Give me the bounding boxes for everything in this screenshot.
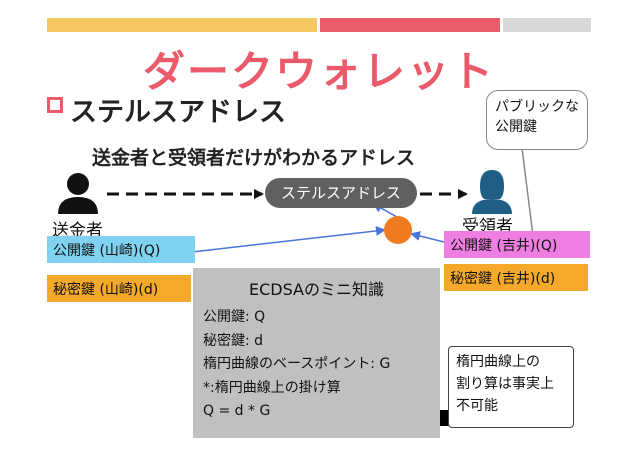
header-bar-gray — [503, 18, 591, 32]
public-key-callout: パブリックな 公開鍵 — [486, 90, 588, 150]
ecdsa-info-box: ECDSAのミニ知識 公開鍵: Q 秘密鍵: d 楕円曲線のベースポイント: G… — [193, 268, 440, 438]
slide-title: ダークウォレット — [142, 47, 495, 96]
division-callout-line2: 割り算は事実上 — [456, 376, 554, 392]
header-bar-red — [320, 18, 500, 32]
sender-person-icon — [58, 173, 98, 214]
division-callout-line3: 不可能 — [456, 398, 498, 414]
stealth-address-pill: ステルスアドレス — [265, 178, 417, 208]
slide-description: 送金者と受領者だけがわかるアドレス — [92, 147, 416, 169]
receiver-private-key-box: 秘密鍵 (吉井)(d) — [444, 264, 588, 291]
ecdsa-line: *:楕円曲線上の掛け算 — [203, 379, 341, 396]
ecdsa-line: Q = d * G — [203, 403, 271, 419]
public-key-callout-line2: 公開鍵 — [495, 119, 537, 135]
receiver-public-key-box: 公開鍵 (吉井)(Q) — [444, 231, 590, 258]
sender-public-key-box: 公開鍵 (山崎)(Q) — [47, 236, 195, 263]
callout-pointer — [521, 147, 534, 237]
ecdsa-line: 秘密鍵: d — [203, 332, 264, 349]
blue-arrow-sender-key — [191, 225, 386, 253]
section-heading: ステルスアドレス — [70, 97, 286, 128]
ecdsa-line: 公開鍵: Q — [203, 309, 266, 325]
division-callout: 楕円曲線上の 割り算は事実上 不可能 — [448, 346, 574, 428]
square-bullet-icon — [47, 97, 63, 113]
ecdsa-line: 楕円曲線のベースポイント: G — [203, 356, 391, 372]
sender-private-key-box: 秘密鍵 (山崎)(d) — [47, 275, 191, 302]
combine-dot — [384, 216, 412, 244]
public-key-callout-line1: パブリックな — [495, 99, 579, 115]
ecdsa-heading: ECDSAのミニ知識 — [248, 280, 384, 299]
header-bar-yellow — [47, 18, 317, 32]
blue-arrow-receiver-key — [410, 231, 445, 243]
division-callout-line1: 楕円曲線上の — [456, 354, 540, 370]
receiver-person-icon — [472, 170, 512, 214]
